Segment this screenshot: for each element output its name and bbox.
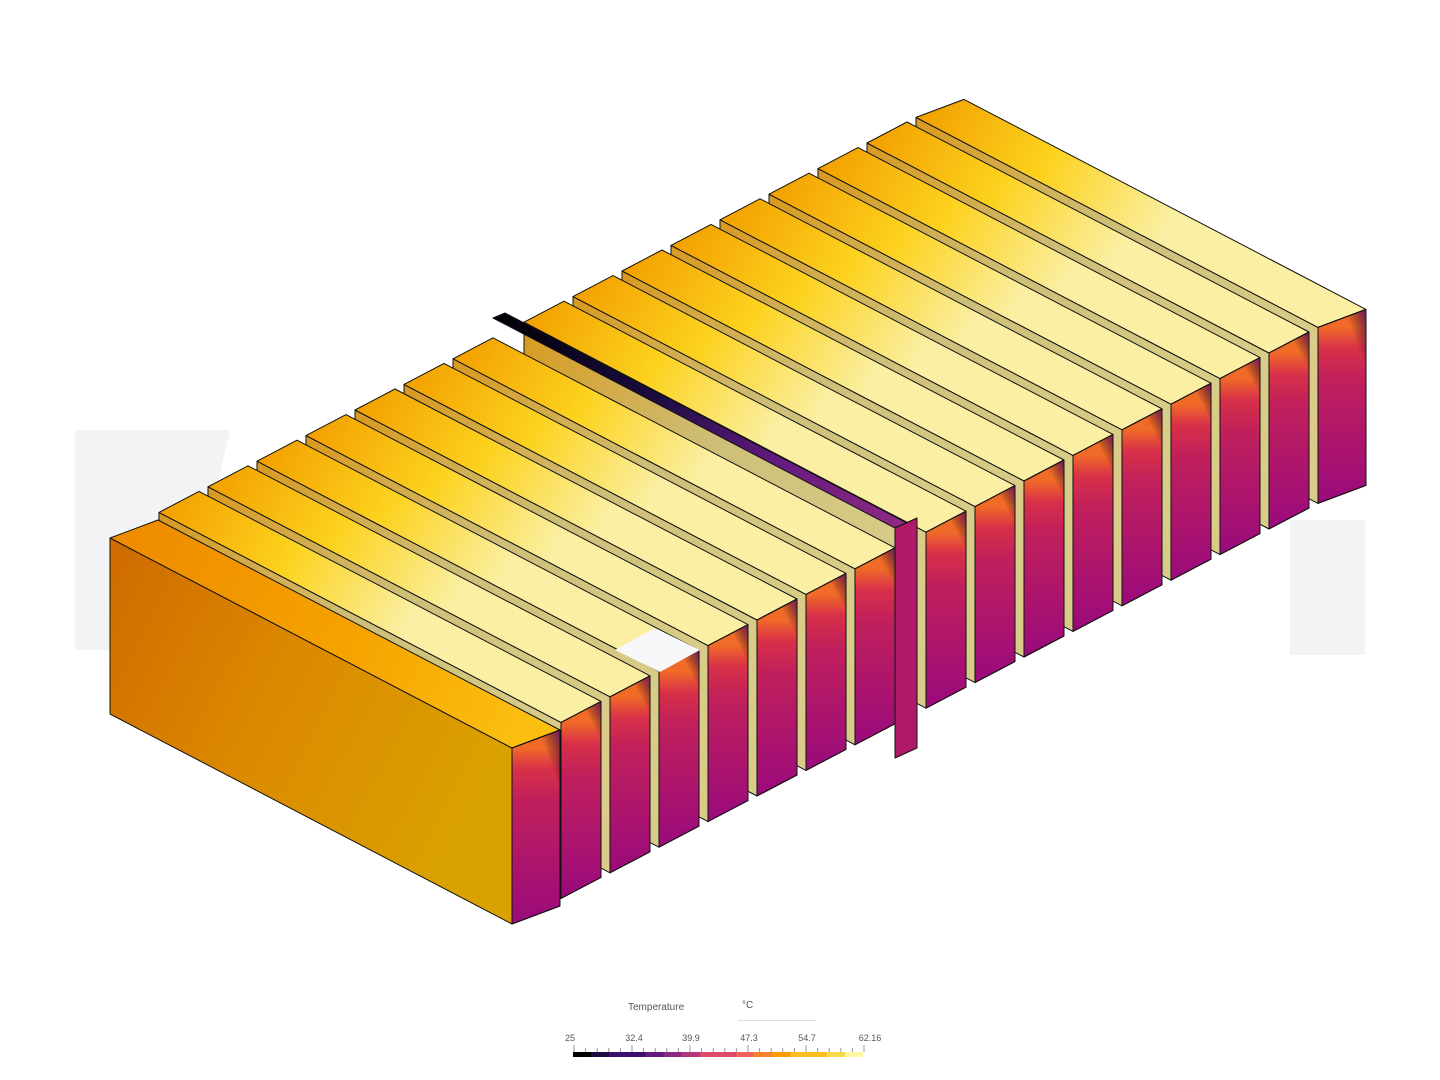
cell-end-face-shade bbox=[1219, 357, 1261, 556]
cell-end-face-shade bbox=[1072, 433, 1114, 632]
legend-tick-label: 62.16 bbox=[858, 1033, 882, 1043]
watermark-shape bbox=[75, 430, 1365, 655]
watermark-logo bbox=[75, 430, 1365, 655]
legend-title: Temperature bbox=[628, 1002, 685, 1013]
legend-color-bar bbox=[573, 1052, 863, 1057]
cell-end-face-shade bbox=[658, 649, 700, 848]
cell-end-face-shade bbox=[560, 700, 602, 899]
plate-end-face bbox=[894, 517, 918, 759]
legend-unit-underline bbox=[738, 1020, 816, 1021]
cell-end-face-shade bbox=[925, 510, 967, 709]
legend-tick-label: 39.9 bbox=[682, 1033, 700, 1043]
legend-tick-label: 54.7 bbox=[798, 1033, 816, 1043]
cell-end-face-shade bbox=[974, 485, 1016, 684]
legend-tick-label: 32.4 bbox=[625, 1033, 643, 1043]
cell-end-face-shade bbox=[805, 572, 847, 771]
cell-end-face-shade bbox=[756, 598, 798, 797]
cell-end-face-shade bbox=[511, 729, 561, 925]
battery-cell[interactable] bbox=[109, 519, 561, 925]
hotspot-region bbox=[615, 628, 700, 672]
temperature-legend: Temperature °C 25 32.4 39.9 47.3 54.7 62… bbox=[560, 996, 890, 1066]
cell-end-face-shade bbox=[1268, 331, 1310, 530]
cell-end-face-shade bbox=[1121, 408, 1163, 607]
battery-pack-model[interactable] bbox=[109, 98, 1367, 925]
cell-end-face-shade bbox=[1170, 382, 1212, 581]
cell-end-face-shade bbox=[854, 547, 896, 746]
legend-tick-label: 25 bbox=[564, 1033, 576, 1043]
legend-unit: °C bbox=[742, 1000, 754, 1011]
cell-end-face-shade bbox=[1023, 459, 1065, 658]
legend-tick-label: 47.3 bbox=[740, 1033, 758, 1043]
legend-tick-marks bbox=[573, 1045, 865, 1052]
cell-end-face-shade bbox=[707, 624, 749, 823]
cell-end-face-shade bbox=[1317, 308, 1367, 504]
cell-end-face-shade bbox=[609, 675, 651, 874]
